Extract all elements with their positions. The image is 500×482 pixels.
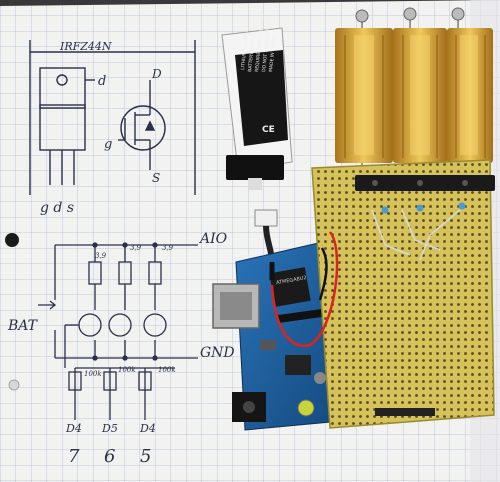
battery-text-2: BATTERY PACK	[247, 38, 256, 72]
arduino-chip-code: ATMEGA8U2	[276, 275, 307, 286]
lipo-battery: LITHIUM POLYMER BATTERY PACK REQUIRES LI…	[221, 14, 293, 190]
sketch-pin-d1: D4	[65, 422, 82, 435]
sketch-res-top-2: 3,9	[130, 244, 142, 252]
usb-chip	[269, 267, 311, 307]
sketch-pin-d: d	[98, 74, 106, 89]
sketch-res-bot-1: 100k	[84, 370, 102, 378]
punch-hole	[5, 233, 19, 247]
battery-text-4: DO NOT SHORT CIRCUIT	[261, 17, 273, 72]
battery-ce-mark: CE	[262, 125, 275, 135]
sketch-mosfet-S: S	[152, 171, 160, 185]
sketch-num-1: 7	[68, 446, 80, 467]
battery-text-5: MADE IN CHINA	[268, 36, 278, 72]
sketch-schematic	[38, 242, 198, 420]
sketch-pin-labels: g d s	[40, 200, 74, 216]
sketch-pin-d2: D5	[101, 422, 118, 435]
sketch-mosfet-G: g	[104, 137, 112, 152]
sketch-res-bot-2: 100k	[118, 366, 136, 374]
sketch-rail-top: AIO	[198, 231, 228, 247]
mosfet-row	[355, 175, 495, 191]
sketch-res-top-1: 3,9	[95, 252, 107, 260]
sketch-part-number: IRFZ44N	[59, 40, 112, 53]
sketch-pin-d3: D4	[139, 422, 156, 435]
sketch-mosfet-D: D	[151, 67, 162, 81]
perfboard	[311, 159, 495, 429]
sketch-bat-label: BAT	[7, 318, 39, 334]
sketch-rail-bottom: GND	[200, 345, 235, 361]
sketch-mosfet-package	[29, 40, 196, 195]
sketch-num-3: 5	[140, 446, 151, 467]
sketch-num-2: 6	[104, 446, 115, 467]
battery-text-1: LITHIUM POLYMER	[240, 29, 250, 70]
sketch-res-top-3: 3,9	[162, 244, 174, 252]
sketch-res-bot-3: 100k	[158, 366, 176, 374]
jumper-wires	[270, 231, 339, 347]
sketch-mosfet-symbol	[118, 80, 166, 170]
arduino-board: MADE IN ITALY ATMEGA8U2	[212, 237, 353, 431]
power-resistors	[335, 7, 493, 180]
